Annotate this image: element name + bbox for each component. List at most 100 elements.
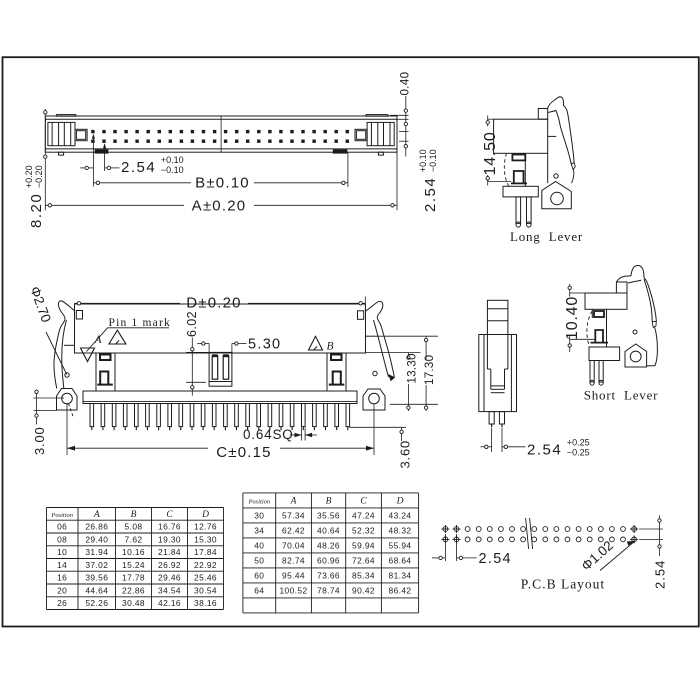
svg-text:64: 64: [254, 585, 264, 595]
svg-text:Position: Position: [50, 512, 73, 519]
svg-text:−0.10: −0.10: [428, 149, 438, 172]
svg-text:10.16: 10.16: [122, 547, 145, 557]
svg-text:81.34: 81.34: [389, 570, 412, 580]
svg-text:60: 60: [254, 570, 264, 580]
svg-text:2.54: 2.54: [121, 159, 156, 176]
svg-text:52.26: 52.26: [85, 598, 108, 608]
svg-text:+0.10: +0.10: [161, 155, 184, 165]
svg-text:25.46: 25.46: [194, 573, 217, 583]
svg-text:35.56: 35.56: [317, 510, 340, 520]
svg-text:+0.20: +0.20: [24, 165, 34, 188]
svg-text:16: 16: [57, 573, 67, 583]
svg-text:08: 08: [57, 534, 67, 544]
svg-text:22.92: 22.92: [194, 560, 217, 570]
svg-text:26.86: 26.86: [85, 522, 108, 532]
svg-text:0.64SQ: 0.64SQ: [243, 427, 294, 442]
svg-text:90.42: 90.42: [352, 585, 375, 595]
svg-text:86.42: 86.42: [389, 585, 412, 595]
svg-text:78.74: 78.74: [317, 585, 340, 595]
svg-text:D: D: [201, 510, 209, 520]
svg-text:20: 20: [57, 585, 67, 595]
svg-text:A: A: [93, 334, 102, 346]
svg-text:30.48: 30.48: [122, 598, 145, 608]
svg-text:40.64: 40.64: [317, 525, 340, 535]
svg-text:P.C.B Layout: P.C.B Layout: [521, 577, 605, 592]
svg-text:B: B: [131, 510, 137, 520]
svg-text:48.32: 48.32: [389, 525, 412, 535]
svg-text:31.94: 31.94: [85, 547, 108, 557]
svg-text:15.30: 15.30: [194, 534, 217, 544]
svg-text:39.56: 39.56: [85, 573, 108, 583]
svg-text:6.02: 6.02: [185, 311, 199, 337]
svg-text:14.50: 14.50: [482, 131, 499, 175]
svg-text:B: B: [326, 496, 332, 506]
svg-text:44.64: 44.64: [85, 585, 108, 595]
svg-text:29.40: 29.40: [85, 534, 108, 544]
svg-text:D: D: [396, 496, 404, 506]
svg-text:A: A: [93, 510, 100, 520]
svg-text:68.64: 68.64: [389, 555, 412, 565]
svg-text:17.78: 17.78: [122, 573, 145, 583]
svg-text:0.40: 0.40: [400, 72, 412, 96]
svg-text:17.30: 17.30: [424, 355, 436, 385]
svg-text:100.52: 100.52: [279, 585, 307, 595]
svg-text:30: 30: [254, 510, 264, 520]
svg-text:Long Lever: Long Lever: [510, 229, 583, 244]
svg-text:60.96: 60.96: [317, 555, 340, 565]
svg-text:62.42: 62.42: [282, 525, 305, 535]
svg-text:12.76: 12.76: [194, 522, 217, 532]
svg-text:3.00: 3.00: [32, 426, 47, 455]
svg-text:85.34: 85.34: [352, 570, 375, 580]
svg-text:17.84: 17.84: [194, 547, 217, 557]
svg-text:52.32: 52.32: [352, 525, 375, 535]
svg-text:−0.10: −0.10: [161, 165, 184, 175]
svg-text:−0.20: −0.20: [34, 165, 44, 188]
svg-text:55.94: 55.94: [389, 540, 412, 550]
svg-text:Position: Position: [247, 498, 270, 505]
svg-text:8.20: 8.20: [28, 193, 45, 228]
svg-text:42.16: 42.16: [158, 598, 181, 608]
svg-text:30.54: 30.54: [194, 585, 217, 595]
svg-text:15.24: 15.24: [122, 560, 145, 570]
svg-text:B±0.10: B±0.10: [195, 175, 250, 192]
svg-text:50: 50: [254, 555, 264, 565]
svg-text:43.24: 43.24: [389, 510, 412, 520]
svg-text:57.34: 57.34: [282, 510, 305, 520]
svg-text:Short Lever: Short Lever: [584, 388, 659, 403]
svg-text:+0.10: +0.10: [418, 149, 428, 172]
svg-text:−0.25: −0.25: [567, 448, 590, 458]
svg-text:26.92: 26.92: [158, 560, 181, 570]
svg-text:2.54: 2.54: [527, 442, 562, 459]
svg-text:2.54: 2.54: [653, 560, 668, 589]
svg-text:+0.25: +0.25: [567, 438, 590, 448]
svg-text:19.30: 19.30: [158, 534, 181, 544]
svg-text:B: B: [327, 341, 334, 353]
svg-text:59.94: 59.94: [352, 540, 375, 550]
svg-text:C: C: [360, 496, 367, 506]
svg-text:13.30: 13.30: [407, 353, 419, 383]
svg-text:34.54: 34.54: [158, 585, 181, 595]
svg-text:40: 40: [254, 540, 264, 550]
svg-text:82.74: 82.74: [282, 555, 305, 565]
svg-text:26: 26: [57, 598, 67, 608]
svg-text:47.24: 47.24: [352, 510, 375, 520]
svg-text:2.54: 2.54: [479, 551, 512, 567]
svg-text:5.08: 5.08: [125, 522, 143, 532]
svg-text:29.46: 29.46: [158, 573, 181, 583]
svg-text:70.04: 70.04: [282, 540, 305, 550]
svg-text:Pin 1 mark: Pin 1 mark: [109, 317, 171, 329]
svg-text:3.60: 3.60: [398, 440, 413, 469]
svg-text:14: 14: [57, 560, 67, 570]
svg-text:C±0.15: C±0.15: [216, 444, 271, 461]
svg-text:22.86: 22.86: [122, 585, 145, 595]
svg-text:7.62: 7.62: [125, 534, 143, 544]
svg-text:10: 10: [57, 547, 67, 557]
svg-text:D±0.20: D±0.20: [186, 294, 241, 311]
svg-text:21.84: 21.84: [158, 547, 181, 557]
svg-text:48.26: 48.26: [317, 540, 340, 550]
svg-text:16.76: 16.76: [158, 522, 181, 532]
svg-text:38.16: 38.16: [194, 598, 217, 608]
svg-text:2.54: 2.54: [422, 177, 439, 212]
svg-text:A±0.20: A±0.20: [192, 197, 247, 214]
svg-text:72.64: 72.64: [352, 555, 375, 565]
